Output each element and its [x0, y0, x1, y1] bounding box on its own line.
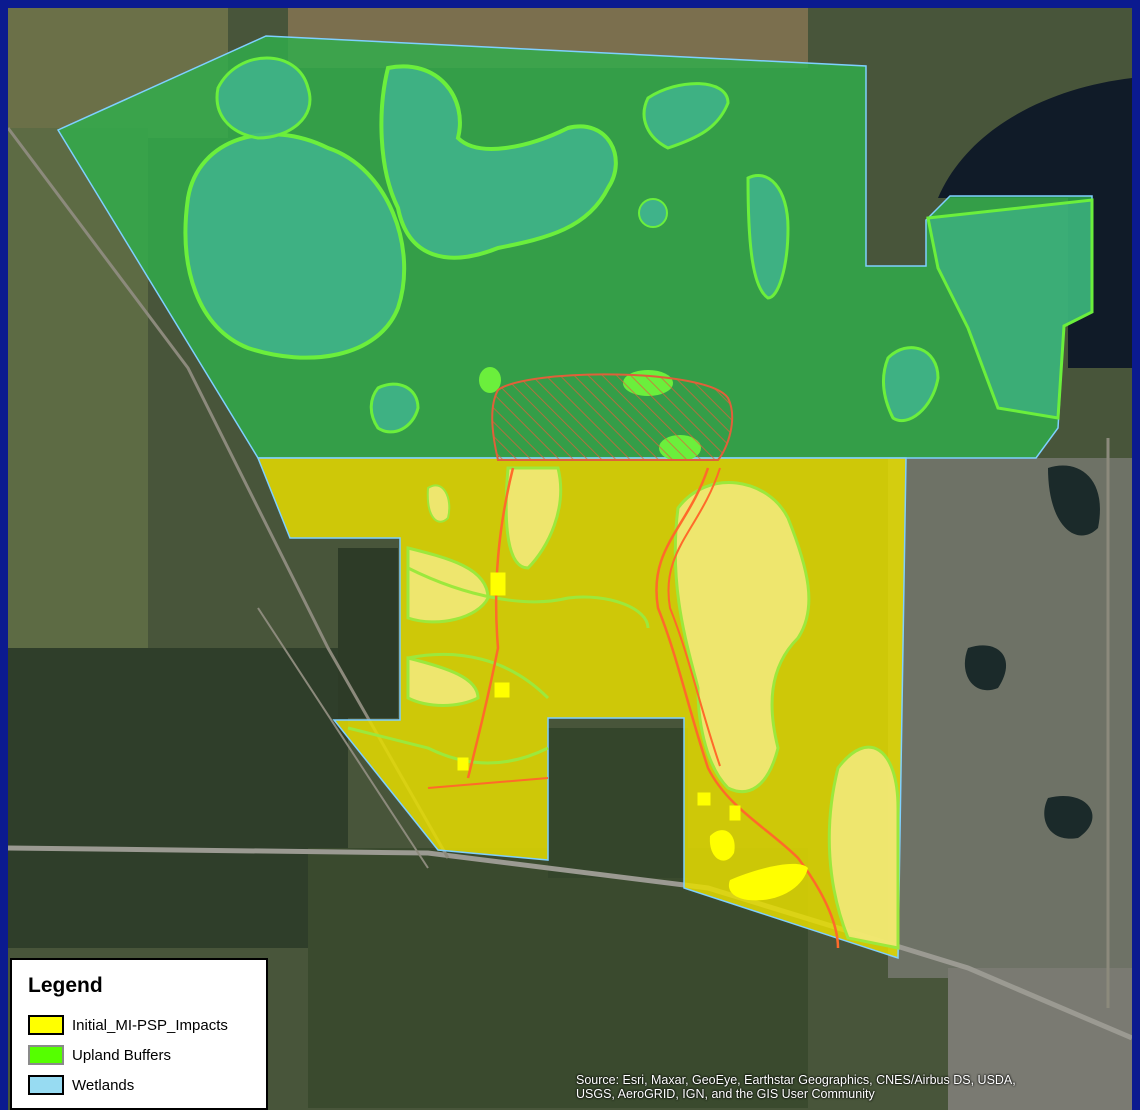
- legend-label: Upland Buffers: [72, 1046, 171, 1064]
- attribution-line: Source: Esri, Maxar, GeoEye, Earthstar G…: [576, 1073, 1016, 1087]
- impact-polygon[interactable]: [490, 572, 506, 596]
- legend-swatch-impacts: [28, 1015, 64, 1035]
- map-attribution: Source: Esri, Maxar, GeoEye, Earthstar G…: [576, 1073, 1136, 1101]
- wetland[interactable]: [426, 484, 451, 523]
- impact-polygon[interactable]: [729, 805, 741, 821]
- impact-corridor-line: [667, 467, 721, 767]
- impact-corridor-line: [466, 467, 515, 779]
- impact-corridor-line: [427, 777, 549, 789]
- wetland[interactable]: [642, 82, 730, 150]
- residential-area: [888, 458, 1132, 978]
- upland-buffer-line: [407, 566, 650, 629]
- legend-swatch-wetlands: [28, 1075, 64, 1095]
- wetland[interactable]: [882, 346, 940, 422]
- impact-polygon[interactable]: [457, 757, 469, 771]
- wetland[interactable]: [369, 382, 420, 434]
- map-legend: Legend Initial_MI-PSP_Impacts Upland Buf…: [10, 958, 268, 1110]
- hatched-impact-area[interactable]: [491, 373, 734, 461]
- wetland[interactable]: [673, 481, 811, 794]
- legend-label: Initial_MI-PSP_Impacts: [72, 1016, 228, 1034]
- wetland[interactable]: [638, 198, 668, 228]
- road: [257, 607, 429, 869]
- impact-polygon[interactable]: [728, 863, 808, 901]
- legend-item-upland-buffers: Upland Buffers: [28, 1040, 250, 1070]
- forest-parcel: [548, 728, 688, 878]
- pond: [1048, 465, 1100, 536]
- pond: [964, 645, 1007, 691]
- wetland[interactable]: [406, 656, 480, 707]
- wetland[interactable]: [827, 745, 900, 950]
- pond: [1044, 796, 1093, 839]
- legend-item-impacts: Initial_MI-PSP_Impacts: [28, 1010, 250, 1040]
- map-view[interactable]: [8, 8, 1132, 1110]
- legend-item-wetlands: Wetlands: [28, 1070, 250, 1100]
- commercial-area: [948, 968, 1132, 1110]
- legend-label: Wetlands: [72, 1076, 135, 1094]
- legend-swatch-upland-buffers: [28, 1045, 64, 1065]
- map-canvas: [8, 8, 1132, 1110]
- impact-corridor-line: [655, 467, 840, 949]
- attribution-line: USGS, AeroGRID, IGN, and the GIS User Co…: [576, 1087, 875, 1101]
- impact-polygon[interactable]: [494, 682, 510, 698]
- forest-area: [8, 648, 348, 948]
- forest-parcel: [338, 548, 398, 718]
- wetland[interactable]: [215, 56, 312, 140]
- impact-polygon[interactable]: [697, 792, 711, 806]
- upland-buffer-line: [347, 726, 549, 765]
- wetland[interactable]: [379, 64, 618, 260]
- impact-polygon[interactable]: [709, 830, 735, 861]
- wetland[interactable]: [746, 174, 790, 300]
- upland-buffer-line: [407, 652, 550, 700]
- wetland[interactable]: [926, 198, 1094, 420]
- wetland[interactable]: [504, 466, 563, 570]
- upland-buffer[interactable]: [479, 367, 501, 393]
- legend-title: Legend: [28, 974, 103, 997]
